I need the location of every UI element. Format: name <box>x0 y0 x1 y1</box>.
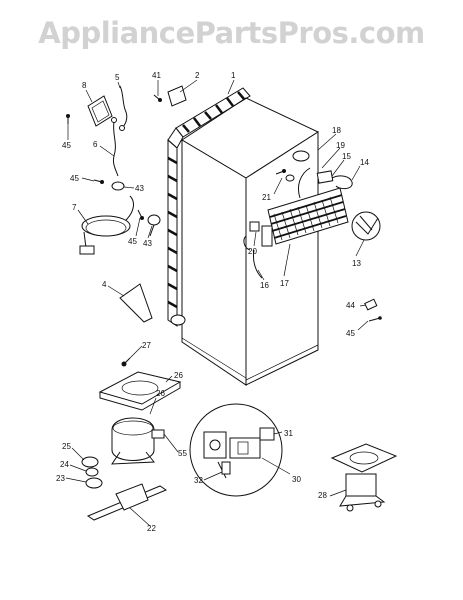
callout-6: 6 <box>93 140 98 149</box>
callout-31: 31 <box>284 429 293 438</box>
clip-part-32[interactable] <box>217 461 231 479</box>
callout-27: 27 <box>142 341 151 350</box>
callout-5: 5 <box>115 73 120 82</box>
callout-30: 30 <box>292 475 301 484</box>
callout-45-a: 45 <box>62 141 71 150</box>
leader-lines <box>65 79 369 527</box>
screw-part-45-right[interactable] <box>368 316 382 322</box>
relay-part-55[interactable] <box>203 431 227 459</box>
refrigerator-cabinet[interactable] <box>181 97 320 386</box>
callout-32: 32 <box>194 476 203 485</box>
screw-part-21[interactable] <box>275 169 286 175</box>
wire-harness-part-5[interactable] <box>119 85 128 131</box>
wire-part-6[interactable] <box>111 117 119 177</box>
callout-23: 23 <box>56 474 65 483</box>
condenser-part-17[interactable] <box>261 187 349 247</box>
callout-20: 20 <box>248 247 257 256</box>
callout-45-c: 45 <box>128 237 137 246</box>
drain-pan-part-26[interactable] <box>98 371 182 411</box>
callout-1: 1 <box>231 71 236 80</box>
door-gasket-part-1[interactable] <box>167 87 251 327</box>
screw-part-27[interactable] <box>121 357 131 367</box>
callout-45-b: 45 <box>70 174 79 183</box>
cover-plate-part-8[interactable] <box>87 95 113 127</box>
power-cord-part-7[interactable] <box>79 195 134 255</box>
callout-44: 44 <box>346 301 355 310</box>
grommet-parts-23-24-25[interactable] <box>81 456 103 489</box>
clip-part-43-upper[interactable] <box>111 181 125 191</box>
callout-43-b: 43 <box>143 239 152 248</box>
callout-26-a: 26 <box>174 371 183 380</box>
base-rail-part-22[interactable] <box>86 483 168 521</box>
relay-detail-circle <box>189 403 283 497</box>
callout-8: 8 <box>82 81 87 90</box>
callout-43-a: 43 <box>135 184 144 193</box>
screw-part-45-lower-left[interactable] <box>137 209 144 220</box>
bracket-part-2[interactable] <box>167 85 187 107</box>
callout-18: 18 <box>332 126 341 135</box>
callout-26-b: 26 <box>156 389 165 398</box>
clip-part-44[interactable] <box>364 298 378 311</box>
bracket-part-4[interactable] <box>119 283 153 323</box>
overload-part-30[interactable] <box>229 437 261 459</box>
callout-15: 15 <box>342 152 351 161</box>
callout-13: 13 <box>352 259 361 268</box>
callout-22: 22 <box>147 524 156 533</box>
callout-28: 28 <box>318 491 327 500</box>
callout-25: 25 <box>62 442 71 451</box>
callout-7: 7 <box>72 203 77 212</box>
screw-part-41[interactable] <box>153 94 162 102</box>
clip-part-20[interactable] <box>243 221 260 251</box>
callout-24: 24 <box>60 460 69 469</box>
screw-part-45-upper-left[interactable] <box>66 114 70 124</box>
compressor[interactable] <box>111 417 165 465</box>
callout-16: 16 <box>260 281 269 290</box>
callout-14: 14 <box>360 158 369 167</box>
cover-part-31[interactable] <box>259 427 275 441</box>
watermark-text: AppliancePartsPros.com <box>38 16 425 50</box>
callout-4: 4 <box>102 280 107 289</box>
drain-pan-part-28[interactable] <box>330 443 398 512</box>
callout-45-d: 45 <box>346 329 355 338</box>
callout-19: 19 <box>336 141 345 150</box>
callout-55: 55 <box>178 449 187 458</box>
bracket-part-13[interactable] <box>351 211 381 241</box>
screw-part-45-mid-left[interactable] <box>93 179 104 184</box>
callout-labels: 1 2 41 5 8 6 45 45 43 7 45 43 4 27 26 26… <box>56 71 369 533</box>
callout-21: 21 <box>262 193 271 202</box>
callout-17: 17 <box>280 279 289 288</box>
callout-2: 2 <box>195 71 200 80</box>
tube-part-16[interactable] <box>253 249 263 279</box>
callout-41: 41 <box>152 71 161 80</box>
clip-part-43-lower[interactable] <box>147 214 161 237</box>
